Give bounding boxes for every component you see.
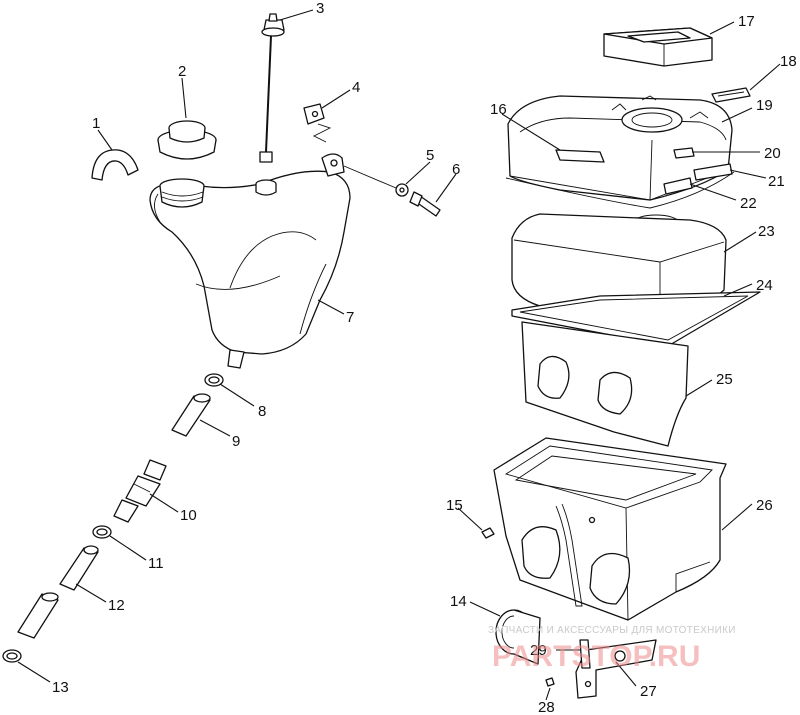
airbox-cover (505, 95, 735, 230)
callout-10: 10 (180, 507, 197, 524)
hose-clamp-middle (92, 525, 112, 539)
inline-filter (113, 459, 167, 523)
callout-15: 15 (446, 497, 463, 514)
callout-27: 27 (640, 683, 657, 700)
foam-filter-element (511, 213, 727, 321)
callout-4: 4 (352, 79, 360, 96)
bracket-screw (545, 677, 555, 687)
hose-clamp-upper (204, 373, 224, 387)
airbox-base (493, 437, 727, 621)
bolt (409, 191, 441, 217)
callout-22: 22 (740, 195, 757, 212)
callout-29: 29 (530, 642, 547, 659)
callout-1: 1 (92, 115, 100, 132)
leader-lines (17, 9, 781, 701)
callout-23: 23 (758, 223, 775, 240)
tank-cap (157, 120, 217, 160)
label-strip (711, 87, 751, 103)
dipstick (259, 13, 285, 163)
callout-5: 5 (426, 147, 434, 164)
callout-21: 21 (768, 173, 785, 190)
callout-8: 8 (258, 403, 266, 420)
callout-9: 9 (232, 433, 240, 450)
callout-20: 20 (764, 145, 781, 162)
callout-26: 26 (756, 497, 773, 514)
gasket (511, 291, 761, 347)
callout-7: 7 (346, 309, 354, 326)
callout-19: 19 (756, 97, 773, 114)
mounting-bracket (575, 639, 657, 699)
callout-6: 6 (452, 161, 460, 178)
oil-tank-body (149, 170, 351, 355)
callout-13: 13 (52, 679, 69, 696)
callout-3: 3 (316, 0, 324, 17)
oil-tank-assembly (91, 13, 351, 369)
watermark-brand: PARTSTOP.RU (492, 640, 700, 673)
callout-28: 28 (538, 699, 555, 715)
washer (395, 183, 409, 197)
mount-clip (303, 103, 325, 125)
intake-boot (495, 609, 541, 665)
callout-16: 16 (490, 101, 507, 118)
callout-11: 11 (148, 555, 164, 572)
callout-25: 25 (716, 371, 733, 388)
callout-24: 24 (756, 277, 773, 294)
callout-17: 17 (738, 13, 755, 30)
hose-clamp-lower (2, 649, 22, 663)
vent-hose (91, 149, 139, 181)
callout-12: 12 (108, 597, 125, 614)
top-foam-pad (603, 27, 713, 67)
callout-numbers: 1 2 3 4 5 6 7 8 9 10 11 12 13 14 15 16 1… (52, 0, 797, 715)
baffle-plate (521, 321, 689, 447)
watermark-tagline: ЗАПЧАСТИ И АКСЕССУАРЫ ДЛЯ МОТОТЕХНИКИ (488, 625, 736, 636)
callout-14: 14 (450, 593, 467, 610)
callout-18: 18 (780, 53, 797, 70)
callout-2: 2 (178, 63, 186, 80)
watermark: ЗАПЧАСТИ И АКСЕССУАРЫ ДЛЯ МОТОТЕХНИКИ PA… (488, 625, 736, 673)
small-screw (481, 527, 495, 539)
